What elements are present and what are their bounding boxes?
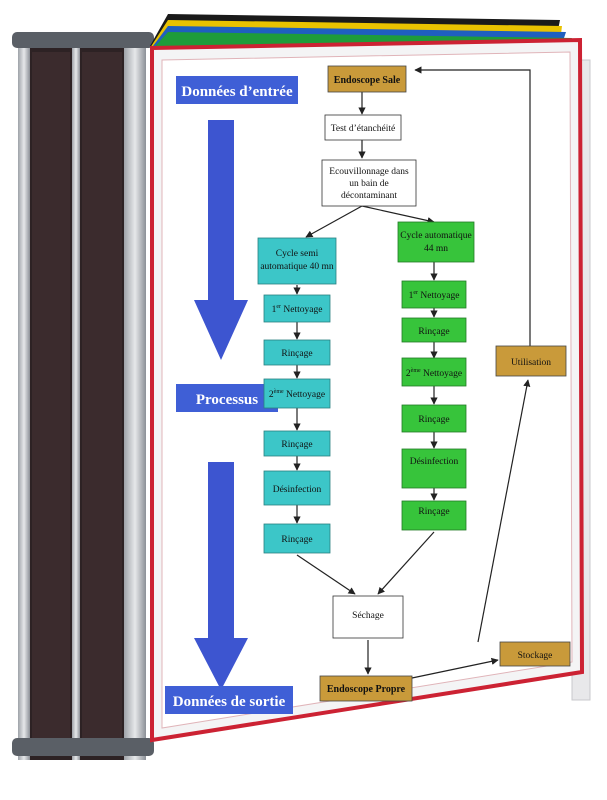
rail-middle (72, 40, 80, 760)
box-semi-rinse-1: Rinçage (263, 339, 331, 366)
box-semi-clean-1-sup: er (276, 304, 281, 310)
box-semi-clean-1-num: 1 (272, 305, 277, 315)
box-semi-clean-2-sup: ème (274, 389, 284, 395)
box-auto-disinfect: Désinfection (401, 448, 467, 489)
box-use-text: Utilisation (511, 358, 551, 368)
svg-text:1er Nettoyage: 1er Nettoyage (409, 290, 460, 301)
box-auto-rinse-2: Rinçage (401, 404, 467, 433)
box-dirty-scope-text: Endoscope Sale (334, 75, 401, 86)
box-semi-disinfect-text: Désinfection (273, 484, 322, 495)
wall-bar-panel-1 (32, 52, 70, 750)
box-auto-rinse-2-text: Rinçage (418, 415, 449, 425)
output-label: Données de sortie (165, 686, 293, 714)
box-semi-clean-1-word: Nettoyage (281, 305, 322, 315)
box-auto-rinse-1: Rinçage (401, 317, 467, 343)
box-semi-clean-2: 2ème Nettoyage (263, 378, 331, 409)
box-auto-cycle-line2: 44 mn (424, 244, 448, 254)
process-label: Processus (176, 384, 278, 412)
box-brushing-line1: Ecouvillonnage dans (329, 167, 409, 177)
box-brushing-line2: un bain de (349, 179, 389, 189)
box-brushing: Ecouvillonnage dans un bain de décontami… (321, 159, 417, 207)
input-label: Données d’entrée (176, 76, 298, 104)
box-semi-clean-2-word: Nettoyage (284, 390, 325, 400)
box-drying-text: Séchage (352, 611, 384, 621)
box-semi-cycle: Cycle semi automatique 40 mn (257, 237, 337, 285)
box-auto-clean-2-sup: ème (411, 368, 421, 374)
box-auto-clean-1: 1er Nettoyage (401, 280, 467, 309)
box-auto-clean-1-word: Nettoyage (418, 291, 459, 301)
output-arrow (194, 462, 248, 690)
box-auto-disinfect-text: Désinfection (410, 456, 459, 467)
box-auto-cycle: Cycle automatique 44 mn (397, 221, 475, 263)
box-drying: Séchage (332, 595, 404, 639)
top-end-cap (12, 32, 154, 48)
box-semi-cycle-line2: automatique 40 mn (260, 262, 334, 272)
box-semi-clean-2-num: 2 (269, 390, 274, 400)
box-auto-clean-1-sup: er (413, 290, 418, 296)
box-auto-cycle-line1: Cycle automatique (400, 231, 472, 241)
box-semi-clean-1: 1er Nettoyage (263, 294, 331, 323)
box-storage: Stockage (499, 641, 571, 667)
box-auto-rinse-3-text: Rinçage (418, 507, 449, 517)
bottom-end-cap (12, 738, 154, 756)
box-semi-rinse-3: Rinçage (263, 523, 331, 554)
box-semi-disinfect: Désinfection (263, 470, 331, 506)
box-clean-scope-text: Endoscope Propre (327, 684, 406, 695)
wall-bar-panel-2 (82, 52, 122, 750)
box-leak-test-text: Test d’étanchéité (331, 124, 395, 134)
box-semi-rinse-2: Rinçage (263, 430, 331, 457)
box-use: Utilisation (495, 345, 567, 377)
box-auto-clean-1-num: 1 (409, 291, 414, 301)
box-auto-rinse-1-text: Rinçage (418, 327, 449, 337)
box-brushing-line3: décontaminant (341, 191, 397, 201)
box-leak-test: Test d’étanchéité (324, 114, 402, 141)
svg-text:2ème Nettoyage: 2ème Nettoyage (406, 368, 462, 379)
svg-text:1er Nettoyage: 1er Nettoyage (272, 304, 323, 315)
box-semi-rinse-3-text: Rinçage (281, 535, 312, 545)
rail-right (124, 40, 146, 760)
box-auto-clean-2-num: 2 (406, 369, 411, 379)
pocket-sheet (161, 51, 573, 729)
rail-left (18, 40, 30, 760)
box-semi-rinse-2-text: Rinçage (281, 440, 312, 450)
process-label-text: Processus (196, 392, 258, 408)
box-auto-rinse-3: Rinçage (401, 500, 467, 531)
box-auto-clean-2: 2ème Nettoyage (401, 357, 467, 387)
box-clean-scope: Endoscope Propre (319, 675, 413, 702)
box-auto-clean-2-word: Nettoyage (421, 369, 462, 379)
wall-mount (12, 32, 154, 760)
output-label-text: Données de sortie (173, 694, 286, 710)
svg-text:2ème Nettoyage: 2ème Nettoyage (269, 389, 325, 400)
box-storage-text: Stockage (518, 651, 553, 661)
box-dirty-scope: Endoscope Sale (327, 65, 407, 93)
process-arrow (194, 120, 248, 360)
box-semi-cycle-line1: Cycle semi (276, 249, 319, 259)
input-label-text: Données d’entrée (181, 84, 293, 100)
box-semi-rinse-1-text: Rinçage (281, 349, 312, 359)
